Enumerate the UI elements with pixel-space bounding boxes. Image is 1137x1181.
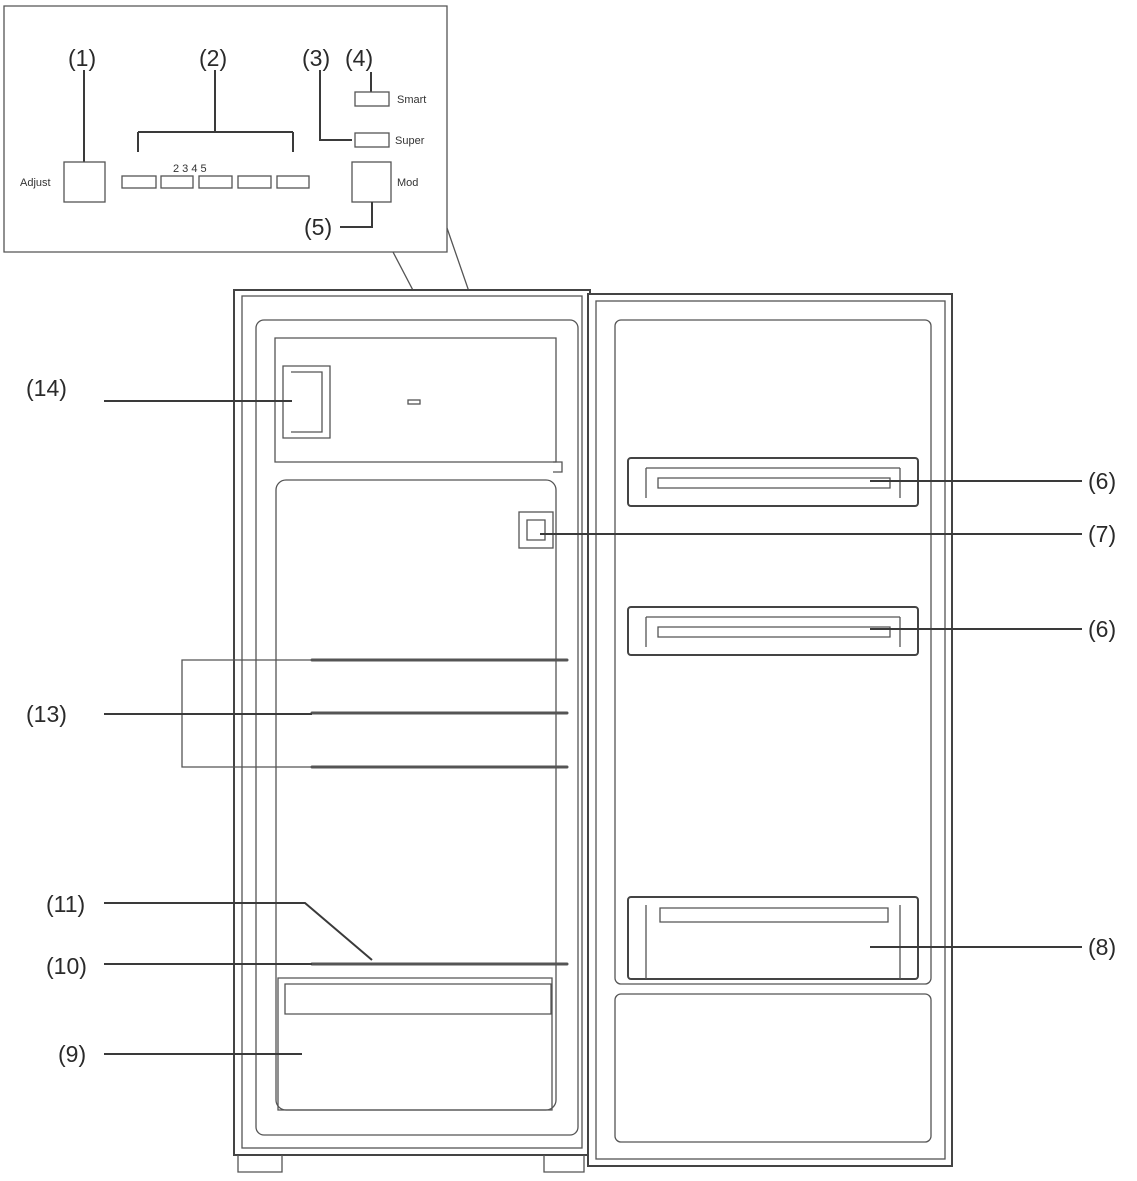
callout-1: (1) — [68, 45, 96, 71]
callout-6-mid: (6) — [1088, 616, 1116, 642]
bottle-shelf-detail — [645, 905, 901, 979]
door-shelf-2-detail — [645, 616, 901, 647]
leader-2 — [137, 70, 294, 152]
indicator-4 — [237, 175, 272, 189]
smart-label: Smart — [397, 94, 426, 106]
door-liner-lower — [614, 993, 932, 1143]
door-liner-upper — [614, 319, 932, 985]
leader-5 — [340, 202, 373, 228]
callout-4: (4) — [345, 45, 373, 71]
bottle-shelf — [627, 896, 919, 980]
callout-11: (11) — [46, 891, 85, 917]
callout-6-top: (6) — [1088, 468, 1116, 494]
indicator-3 — [198, 175, 233, 189]
adjust-label: Adjust — [20, 177, 51, 189]
callout-5: (5) — [304, 214, 332, 240]
freezer-hinge — [553, 461, 563, 473]
freezer-handle-inner — [291, 371, 323, 433]
control-panel-detail-frame — [3, 5, 448, 253]
foot-right — [543, 1155, 585, 1173]
super-label: Super — [395, 135, 425, 147]
adjust-button — [63, 161, 106, 203]
mode-button — [351, 161, 392, 203]
callout-3: (3) — [302, 45, 330, 71]
indicator-2 — [160, 175, 194, 189]
door-inner-edge — [595, 300, 946, 1160]
door-body — [587, 293, 953, 1167]
freezer-handle — [282, 365, 331, 439]
indicator-digits: 2 3 4 5 — [173, 163, 207, 175]
callout-2: (2) — [199, 45, 227, 71]
callout-8: (8) — [1088, 934, 1116, 960]
leader-3 — [319, 70, 352, 141]
control-panel-unit — [518, 511, 554, 549]
door-shelf-2 — [627, 606, 919, 656]
control-panel-face — [526, 519, 546, 541]
cabinet-inner-edge — [241, 295, 583, 1149]
leader-11 — [104, 902, 373, 961]
freezer-latch — [407, 399, 421, 405]
foot-left — [237, 1155, 283, 1173]
mode-label: Mod — [397, 177, 418, 189]
super-button — [354, 132, 390, 148]
door-shelf-1-detail — [645, 467, 901, 498]
cabinet-body — [233, 289, 591, 1156]
callout-13: (13) — [26, 701, 67, 727]
callout-7: (7) — [1088, 521, 1116, 547]
smart-button — [354, 91, 390, 107]
crisper-drawer — [277, 977, 553, 1111]
crisper-lid — [284, 983, 552, 1015]
callout-9: (9) — [58, 1041, 86, 1067]
indicator-5 — [276, 175, 310, 189]
cabinet-interior — [255, 319, 579, 1136]
callout-14: (14) — [26, 375, 67, 401]
callout-10: (10) — [46, 953, 87, 979]
indicator-1 — [121, 175, 157, 189]
